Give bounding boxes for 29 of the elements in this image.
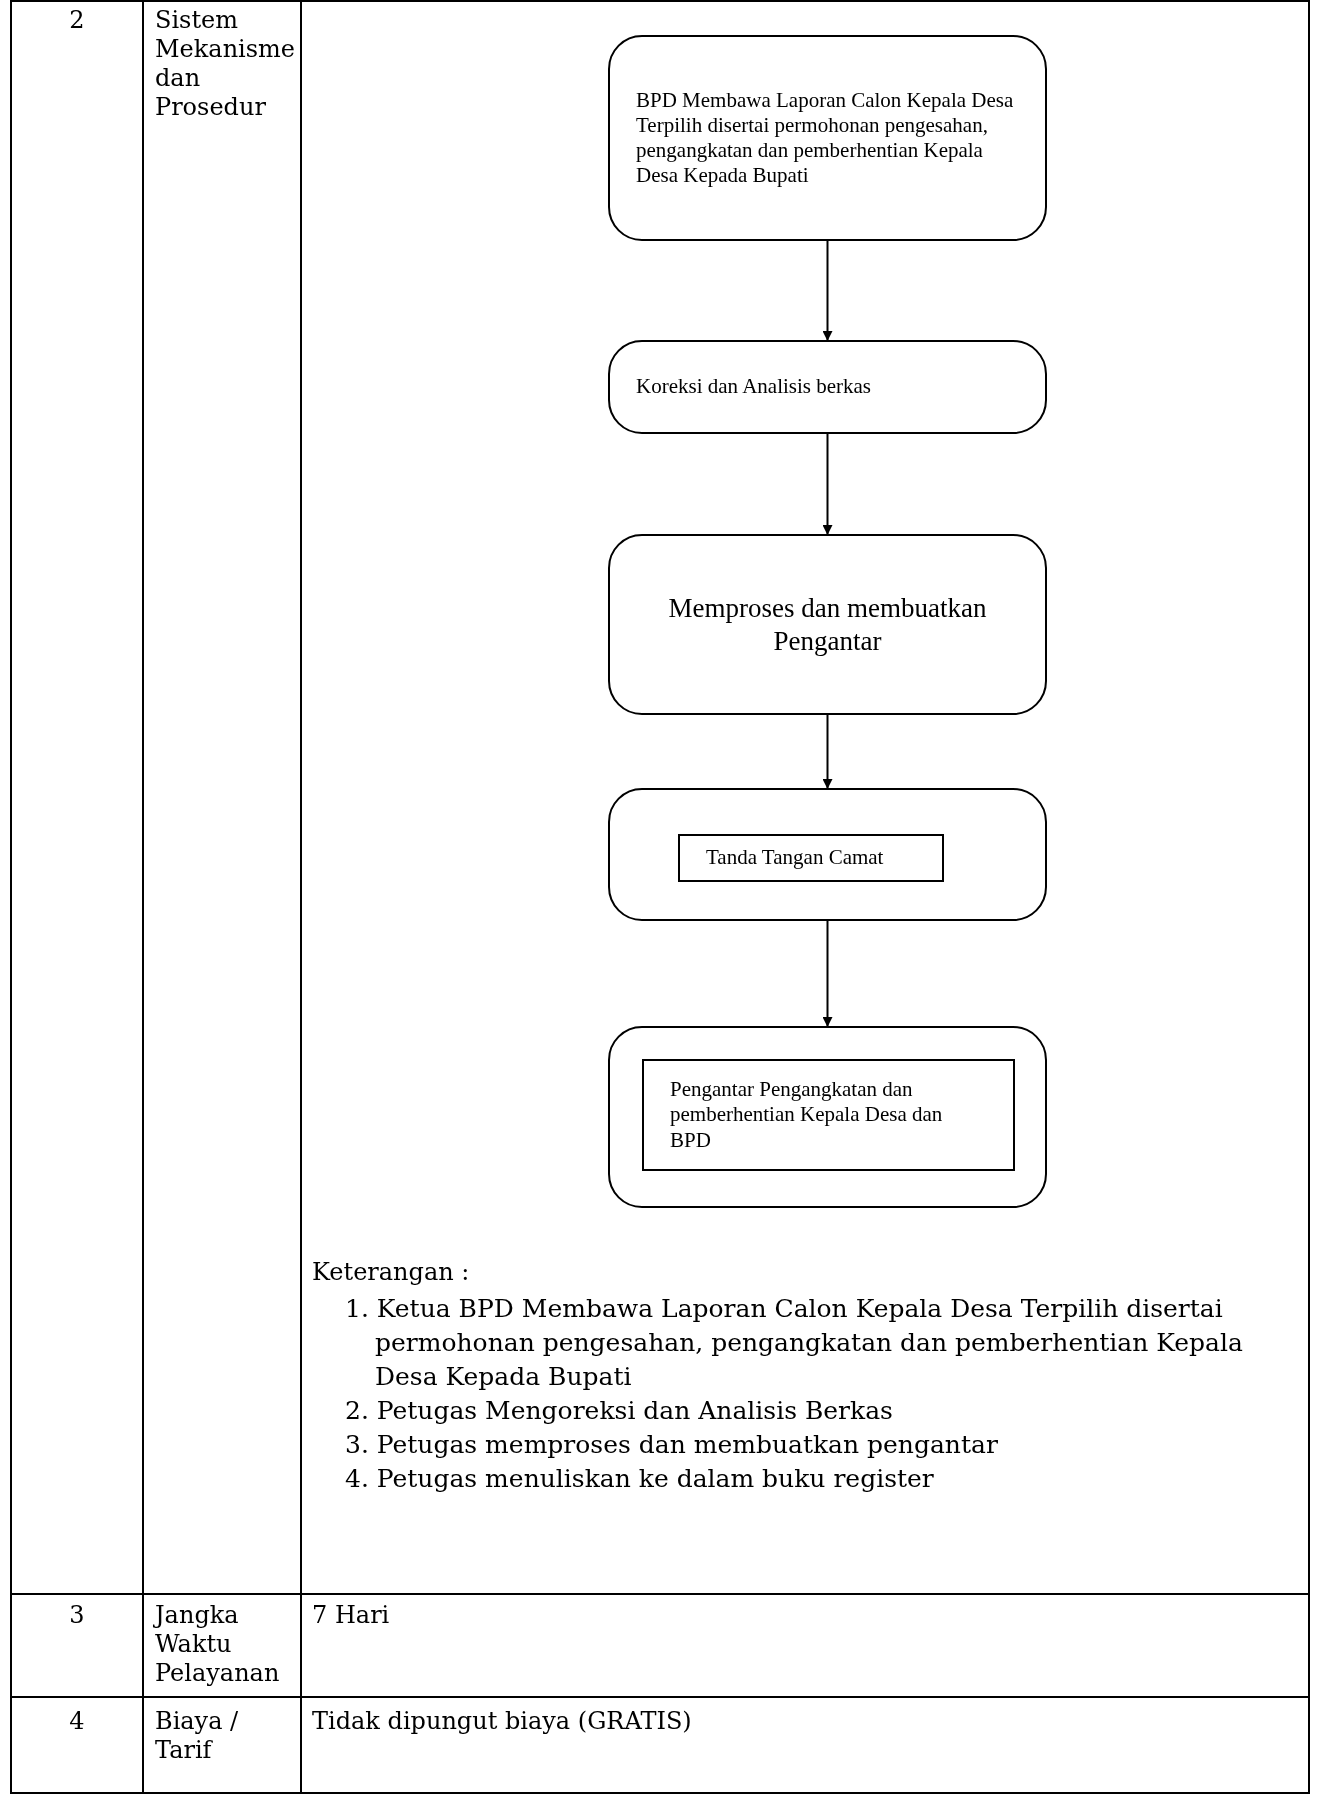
node-text: BPD Membawa Laporan Calon Kepala Desa Terpilih disertai permohonan pengesahan, pengangkatan dan pemberhentian Kepala Desa Kepada Bupati xyxy=(636,87,1015,189)
table-text: Keterangan : xyxy=(312,1258,471,1287)
table-text: Jangka Waktu Pelayanan xyxy=(155,1601,281,1688)
arrow xyxy=(822,714,833,789)
table-text: Tidak dipungut biaya (GRATIS) xyxy=(312,1707,693,1736)
table-text: 7 Hari xyxy=(312,1601,391,1630)
arrow xyxy=(822,920,833,1027)
process-box xyxy=(608,534,1047,715)
table-text: Biaya / Tarif xyxy=(155,1707,240,1765)
table-text: 4 xyxy=(68,1707,86,1736)
table-text: 2 xyxy=(68,6,86,35)
list-item: 1. Ketua BPD Membawa Laporan Calon Kepala Desa Terpilih disertai permohonan pengesahan, pengangkatan dan pemberhentian Kepala Desa Kepada Bupati xyxy=(345,1293,1244,1393)
arrow xyxy=(822,433,833,535)
list-item: 3. Petugas memproses dan membuatkan pengantar xyxy=(345,1429,999,1461)
process-box xyxy=(608,35,1047,241)
table-text: 3 xyxy=(68,1601,86,1630)
text-box xyxy=(678,834,944,882)
table-text: Sistem Mekanisme dan Prosedur xyxy=(155,6,297,122)
list-item: 4. Petugas menuliskan ke dalam buku register xyxy=(345,1463,935,1495)
list-item: 2. Petugas Mengoreksi dan Analisis Berkas xyxy=(345,1395,894,1427)
container-box xyxy=(608,1026,1047,1208)
process-box xyxy=(608,340,1047,434)
node-text: Memproses dan membuatkan Pengantar xyxy=(667,592,988,657)
arrow xyxy=(822,240,833,341)
node-text: Koreksi dan Analisis berkas xyxy=(636,374,872,400)
container-box xyxy=(608,788,1047,921)
text-box xyxy=(642,1059,1015,1171)
node-text: Tanda Tangan Camat xyxy=(706,845,884,871)
node-text: Pengantar Pengangkatan dan pemberhentian Kepala Desa dan BPD xyxy=(670,1077,944,1153)
